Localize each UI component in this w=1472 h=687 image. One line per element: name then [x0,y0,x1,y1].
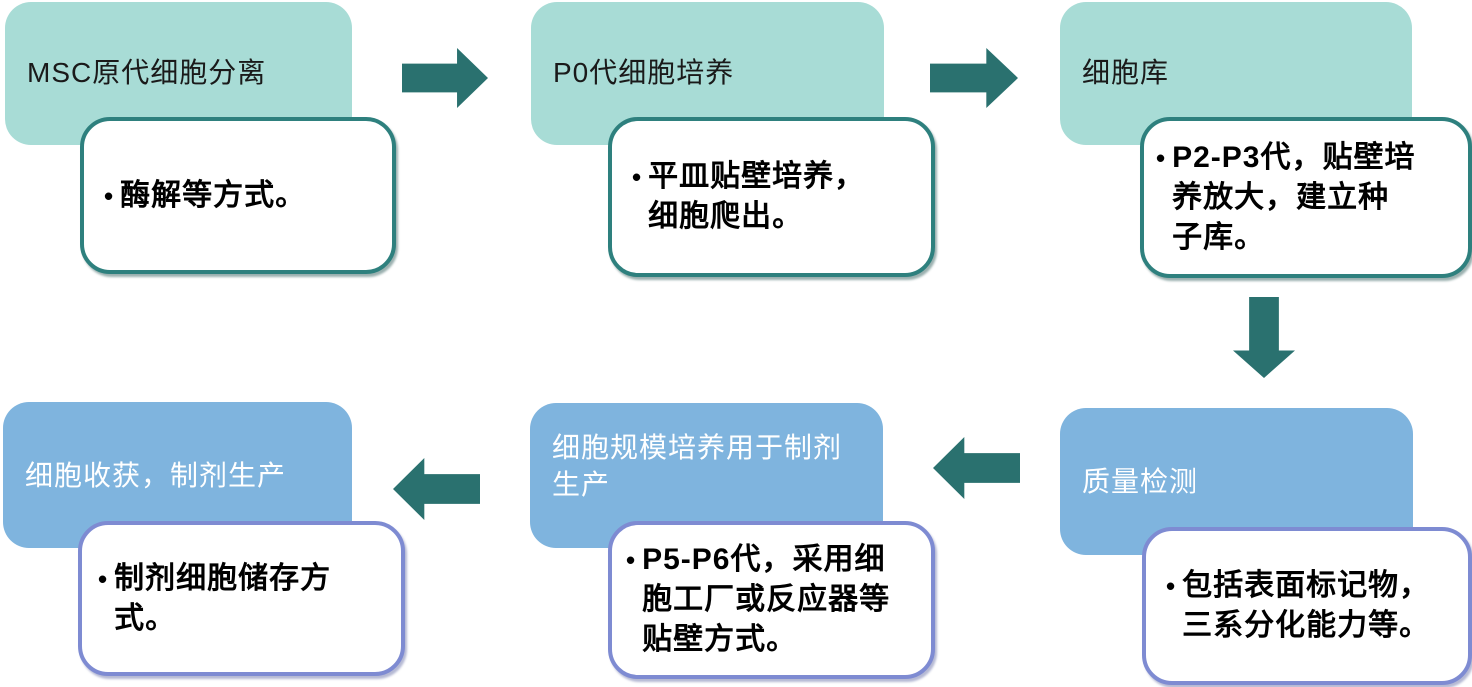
step-title-p0-cell-culture: P0代细胞培养 [553,57,735,88]
detail-text: P5-P6代，采用细 胞工厂或反应器等 贴壁方式。 [642,543,891,656]
step-title-quality-testing: 质量检测 [1082,466,1199,497]
detail-content: • 平皿贴壁培养， 细胞爬出。 [632,157,865,237]
detail-text: 包括表面标记物， 三系分化能力等。 [1182,569,1431,642]
step-title-msc-primary-isolation: MSC原代细胞分离 [27,57,267,88]
flow-arrow-right-2-icon [930,48,1018,108]
step-detail-msc-primary-isolation: • 酶解等方式。 [80,117,396,274]
detail-content: • 酶解等方式。 [104,176,306,216]
bullet-icon: • [98,563,108,594]
flow-arrow-down-icon [1233,297,1295,378]
step-title-cell-bank: 细胞库 [1082,57,1170,88]
detail-text: 酶解等方式。 [120,178,307,212]
detail-content: • 包括表面标记物， 三系分化能力等。 [1166,566,1430,646]
bullet-icon: • [104,180,114,211]
detail-content: • 制剂细胞储存方式。 [98,559,387,639]
step-detail-p0-cell-culture: • 平皿贴壁培养， 细胞爬出。 [608,117,935,277]
step-detail-cell-harvest: • 制剂细胞储存方式。 [78,521,405,676]
bullet-icon: • [626,545,636,575]
step-detail-quality-testing: • 包括表面标记物， 三系分化能力等。 [1142,527,1472,685]
bullet-icon: • [632,162,642,192]
flow-arrow-right-1-icon [402,48,488,108]
flow-arrow-left-1-icon [933,437,1020,499]
bullet-icon: • [1156,142,1166,173]
detail-content: • P2-P3代，贴壁培 养放大，建立种 子库。 [1156,138,1416,258]
step-title-scale-up-culture: 细胞规模培养用于制剂 生产 [552,432,843,500]
flow-arrow-left-2-icon [393,458,480,520]
detail-text: 制剂细胞储存方式。 [114,561,332,635]
bullet-icon: • [1166,571,1176,601]
detail-text: P2-P3代，贴壁培 养放大，建立种 子库。 [1172,140,1416,254]
step-detail-scale-up-culture: • P5-P6代，采用细 胞工厂或反应器等 贴壁方式。 [608,521,935,679]
detail-content: • P5-P6代，采用细 胞工厂或反应器等 贴壁方式。 [626,540,890,660]
step-detail-cell-bank: • P2-P3代，贴壁培 养放大，建立种 子库。 [1140,117,1472,278]
step-title-cell-harvest: 细胞收获，制剂生产 [25,459,287,491]
detail-text: 平皿贴壁培养， 细胞爬出。 [648,160,866,233]
